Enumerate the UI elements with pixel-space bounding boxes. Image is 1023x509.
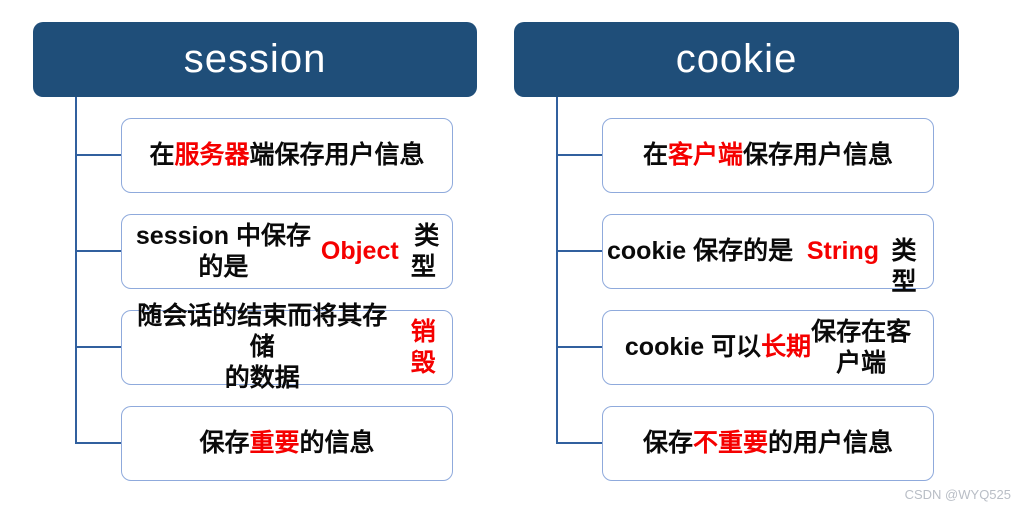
text-segment: 类型 (891, 237, 917, 296)
text-segment: 随会话的结束而将其存储 的数据 (137, 302, 388, 392)
text-segment: session 中保存的是 (135, 221, 311, 281)
cookie-header: cookie (514, 22, 959, 97)
text-segment: 类型 (407, 221, 440, 281)
highlighted-text-segment: String (806, 237, 880, 265)
session-column: session 在服务器端保存用户信息 session 中保存的是 Object… (33, 0, 477, 509)
cookie-item-string-type: cookie 保存的是 String 类型 (602, 214, 934, 296)
session-item-object-type: session 中保存的是 Object 类型 (121, 214, 453, 289)
session-connector-branch-2 (75, 250, 121, 252)
highlighted-text-segment: 客户端 (667, 141, 743, 169)
highlighted-text-segment: 销毁 (410, 317, 436, 377)
text-segment: 在 (642, 141, 668, 169)
text-segment: 保存 (199, 429, 250, 457)
text-segment: cookie 可以 (624, 333, 762, 361)
text-segment: 保存用户信息 (743, 141, 894, 169)
cookie-item-long-term: cookie 可以长期保存在客 户端 (602, 310, 934, 385)
cookie-connector-branch-1 (556, 154, 602, 156)
highlighted-text-segment: 服务器 (174, 141, 250, 169)
highlighted-text-segment: Object (320, 237, 399, 265)
text-segment: 保存 (642, 429, 693, 457)
session-connector-trunk (75, 97, 77, 443)
cookie-item-client-storage: 在客户端保存用户信息 (602, 118, 934, 193)
watermark: CSDN @WYQ525 (904, 487, 1011, 502)
cookie-connector-branch-2 (556, 250, 602, 252)
cookie-connector-trunk (556, 97, 558, 443)
session-item-important-info: 保存重要的信息 (121, 406, 453, 481)
session-connector-branch-3 (75, 346, 121, 348)
highlighted-text-segment: 长期 (761, 333, 812, 361)
text-segment: 保存在客 户端 (811, 317, 912, 377)
session-connector-branch-1 (75, 154, 121, 156)
session-header: session (33, 22, 477, 97)
text-segment: 端保存用户信息 (249, 141, 425, 169)
text-segment: cookie 保存的是 (607, 237, 808, 265)
session-connector-branch-4 (75, 442, 121, 444)
cookie-column: cookie 在客户端保存用户信息 cookie 保存的是 String 类型 … (514, 0, 959, 509)
text-segment: 在 (149, 141, 175, 169)
highlighted-text-segment: 重要 (249, 429, 300, 457)
session-item-destroyed-on-end: 随会话的结束而将其存储 的数据销毁 (121, 302, 453, 392)
text-segment: 的用户信息 (768, 429, 894, 457)
cookie-item-unimportant-info: 保存不重要的用户信息 (602, 406, 934, 481)
cookie-connector-branch-4 (556, 442, 602, 444)
highlighted-text-segment: 不重要 (692, 429, 768, 457)
session-item-server-storage: 在服务器端保存用户信息 (121, 118, 453, 193)
cookie-connector-branch-3 (556, 346, 602, 348)
text-segment: 的信息 (299, 429, 375, 457)
